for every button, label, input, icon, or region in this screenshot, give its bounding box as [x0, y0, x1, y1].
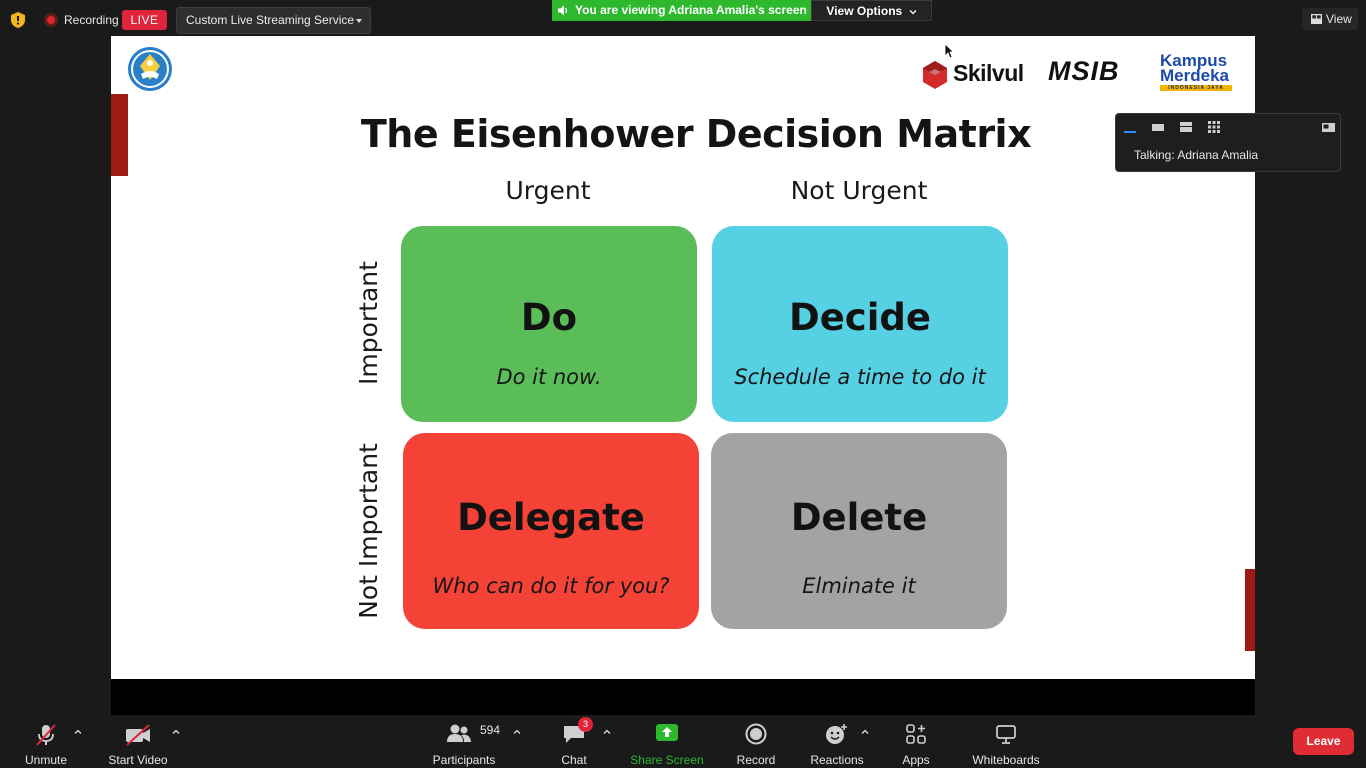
record-label: Record [736, 753, 776, 767]
row-header-not-important: Not Important [354, 443, 383, 619]
chat-unread-badge: 3 [578, 717, 593, 732]
caret-down-icon [356, 19, 362, 23]
share-screen-icon [656, 724, 678, 741]
view-options-label: View Options [826, 4, 903, 18]
audio-options-chevron-icon[interactable] [74, 729, 82, 735]
view-options-button[interactable]: View Options [811, 0, 932, 21]
share-screen-label: Share Screen [630, 753, 704, 767]
quadrant-decide-title: Decide [788, 296, 931, 339]
video-camera-off-icon [126, 724, 150, 746]
record-icon [745, 723, 767, 745]
start-video-label: Start Video [108, 753, 168, 767]
chat-label: Chat [561, 753, 587, 767]
microphone-muted-icon [36, 724, 56, 746]
talking-indicator: Talking: Adriana Amalia [1134, 148, 1259, 162]
recording-icon [44, 13, 58, 27]
viewing-screen-banner: You are viewing Adriana Amalia's screen [552, 0, 811, 21]
kampus-tagline: INDONESIA JAYA [1160, 85, 1232, 91]
exit-pip-icon[interactable] [1321, 120, 1336, 134]
slide-title: The Eisenhower Decision Matrix [360, 112, 1032, 156]
column-header-urgent: Urgent [505, 176, 591, 205]
gallery-view-icon[interactable] [1207, 120, 1221, 134]
slide-accent-bar-left [111, 94, 128, 176]
tut-wuri-handayani-logo [128, 47, 172, 91]
quadrant-delete-subtitle: Elminate it [802, 574, 916, 598]
speaker-icon [558, 5, 568, 16]
speaker-view-icon[interactable] [1179, 120, 1193, 134]
msib-logo: MSIB [1048, 56, 1120, 86]
skilvul-logo-mark [923, 61, 947, 89]
view-grid-icon [1311, 14, 1322, 24]
leave-button[interactable]: Leave [1293, 728, 1354, 755]
unmute-label: Unmute [24, 753, 68, 767]
quadrant-decide-subtitle: Schedule a time to do it [734, 365, 986, 389]
quadrant-do: Do Do it now. [401, 226, 697, 422]
participants-count: 594 [480, 723, 501, 737]
apps-icon [906, 724, 926, 744]
security-shield-icon[interactable] [11, 12, 25, 28]
column-header-not-urgent: Not Urgent [790, 176, 928, 205]
mouse-cursor-icon [944, 43, 954, 59]
view-button[interactable]: View [1302, 8, 1358, 30]
minimize-video-icon[interactable] [1123, 120, 1137, 134]
reactions-options-chevron-icon[interactable] [861, 729, 869, 735]
top-bar: Recording LIVE Custom Live Streaming Ser… [0, 0, 1366, 38]
quadrant-delete-title: Delete [790, 496, 928, 539]
smiley-reaction-icon [826, 724, 847, 744]
quadrant-delete: Delete Elminate it [711, 433, 1007, 629]
kampus-merdeka-logo: Kampus Merdeka INDONESIA JAYA [1160, 51, 1238, 91]
whiteboard-icon [996, 725, 1016, 744]
kampus-line1: Kampus [1160, 51, 1228, 70]
video-options-chevron-icon[interactable] [172, 729, 180, 735]
slide-accent-bar-right [1245, 569, 1255, 651]
stream-service-label: Custom Live Streaming Service [186, 13, 355, 27]
quadrant-decide: Decide Schedule a time to do it [712, 226, 1008, 422]
live-streaming-service-dropdown[interactable]: Custom Live Streaming Service [176, 7, 371, 34]
recording-label[interactable]: Recording [64, 13, 119, 27]
chevron-down-icon [909, 9, 917, 15]
kampus-line2: Merdeka [1160, 66, 1229, 85]
reactions-label: Reactions [810, 753, 864, 767]
live-badge: LIVE [122, 10, 167, 30]
row-header-important: Important [354, 261, 383, 385]
skilvul-logo-text: Skilvul [953, 60, 1024, 86]
quadrant-delegate: Delegate Who can do it for you? [403, 433, 699, 629]
quadrant-do-title: Do [520, 296, 578, 339]
chat-bubble-icon [564, 726, 584, 743]
quadrant-delegate-title: Delegate [457, 496, 645, 539]
shared-screen-slide: Skilvul MSIB Kampus Merdeka INDONESIA JA… [111, 36, 1255, 679]
viewing-banner-text: You are viewing Adriana Amalia's screen [575, 3, 807, 17]
whiteboards-label: Whiteboards [972, 753, 1040, 767]
bottom-toolbar: Unmute Start Video 594 Participants [0, 715, 1366, 768]
participants-icon [447, 724, 471, 742]
speaker-view-panel[interactable]: Talking: Adriana Amalia [1115, 113, 1341, 172]
hide-video-icon[interactable] [1151, 120, 1165, 134]
chat-options-chevron-icon[interactable] [603, 729, 611, 735]
quadrant-do-subtitle: Do it now. [496, 365, 602, 389]
apps-label: Apps [902, 753, 930, 767]
quadrant-delegate-subtitle: Who can do it for you? [432, 574, 670, 598]
view-button-label: View [1326, 12, 1352, 26]
participants-label: Participants [432, 753, 496, 767]
slide-bottom-strip [111, 679, 1255, 715]
participants-options-chevron-icon[interactable] [513, 729, 521, 735]
